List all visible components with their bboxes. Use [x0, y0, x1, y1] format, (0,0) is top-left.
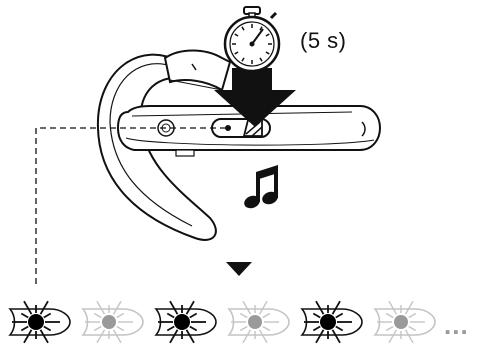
headset-led	[225, 125, 231, 131]
led-pointer-line	[35, 127, 226, 288]
led-blink-sequence	[8, 300, 436, 344]
down-arrow-icon	[214, 68, 296, 127]
headset-body	[116, 105, 382, 157]
led-indicator-on	[8, 300, 71, 344]
music-note-icon	[244, 165, 278, 209]
led-indicator-on	[300, 300, 363, 344]
triangle-down-icon	[226, 262, 252, 276]
led-indicator-off	[81, 300, 144, 344]
duration-label: (5 s)	[300, 28, 347, 53]
led-indicator-off	[227, 300, 290, 344]
stopwatch-icon	[223, 6, 281, 73]
led-indicator-off	[373, 300, 436, 344]
led-indicator-on	[154, 300, 217, 344]
sequence-continues: ...	[444, 310, 469, 340]
